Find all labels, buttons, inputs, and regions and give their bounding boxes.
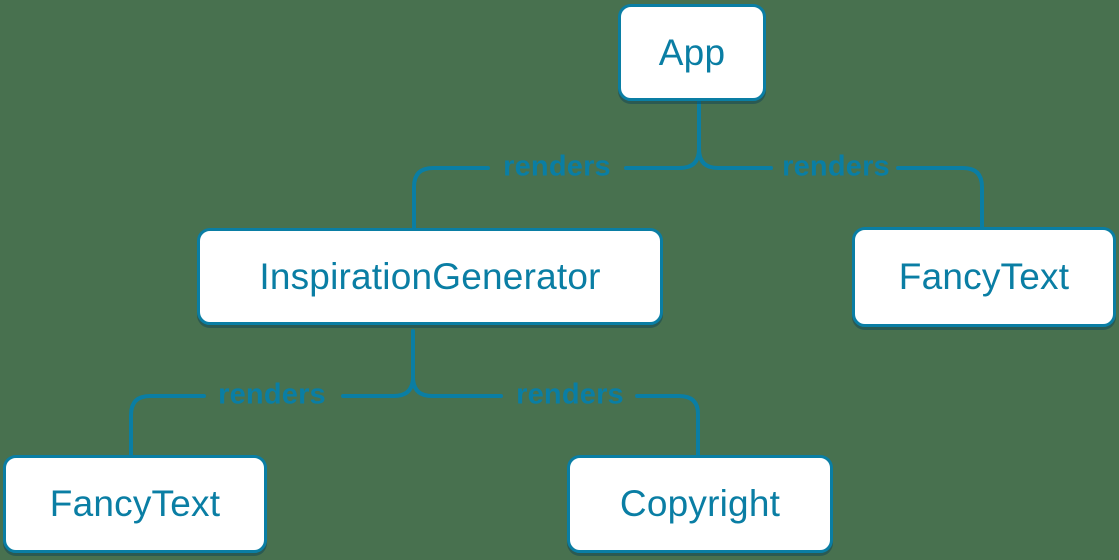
- edge-app-fancytext-segment-2: [896, 166, 984, 230]
- node-copyright: Copyright: [567, 455, 833, 553]
- edge-label-app-fancy-text: renders: [782, 150, 890, 183]
- edge-inspirationgenerator-copyright-segment-1: [411, 375, 503, 398]
- node-fancy-text-bottom: FancyText: [3, 455, 267, 553]
- node-app-label: App: [658, 31, 726, 73]
- node-app: App: [618, 4, 766, 101]
- edge-label-app-inspiration-generator: renders: [503, 150, 611, 183]
- edge-inspirationgenerator-fancytext-segment-1: [341, 329, 415, 398]
- edge-inspirationgenerator-fancytext-segment-2: [129, 394, 206, 458]
- node-inspiration-generator: InspirationGenerator: [197, 228, 663, 325]
- edge-app-inspirationgenerator-segment-1: [624, 100, 701, 170]
- node-copyright-label: Copyright: [619, 483, 781, 524]
- edge-inspirationgenerator-copyright-segment-2: [635, 394, 700, 458]
- node-fancy-text-top-label: FancyText: [898, 256, 1070, 297]
- node-inspiration-generator-label: InspirationGenerator: [259, 255, 601, 297]
- edge-app-fancytext-segment-1: [697, 147, 773, 170]
- edge-label-inspiration-generator-copyright: renders: [516, 378, 624, 411]
- node-fancy-text-top: FancyText: [852, 227, 1116, 327]
- edge-label-inspiration-generator-fancy-text: renders: [218, 378, 326, 411]
- node-fancy-text-bottom-label: FancyText: [49, 483, 221, 524]
- edge-app-inspirationgenerator-segment-2: [412, 166, 490, 231]
